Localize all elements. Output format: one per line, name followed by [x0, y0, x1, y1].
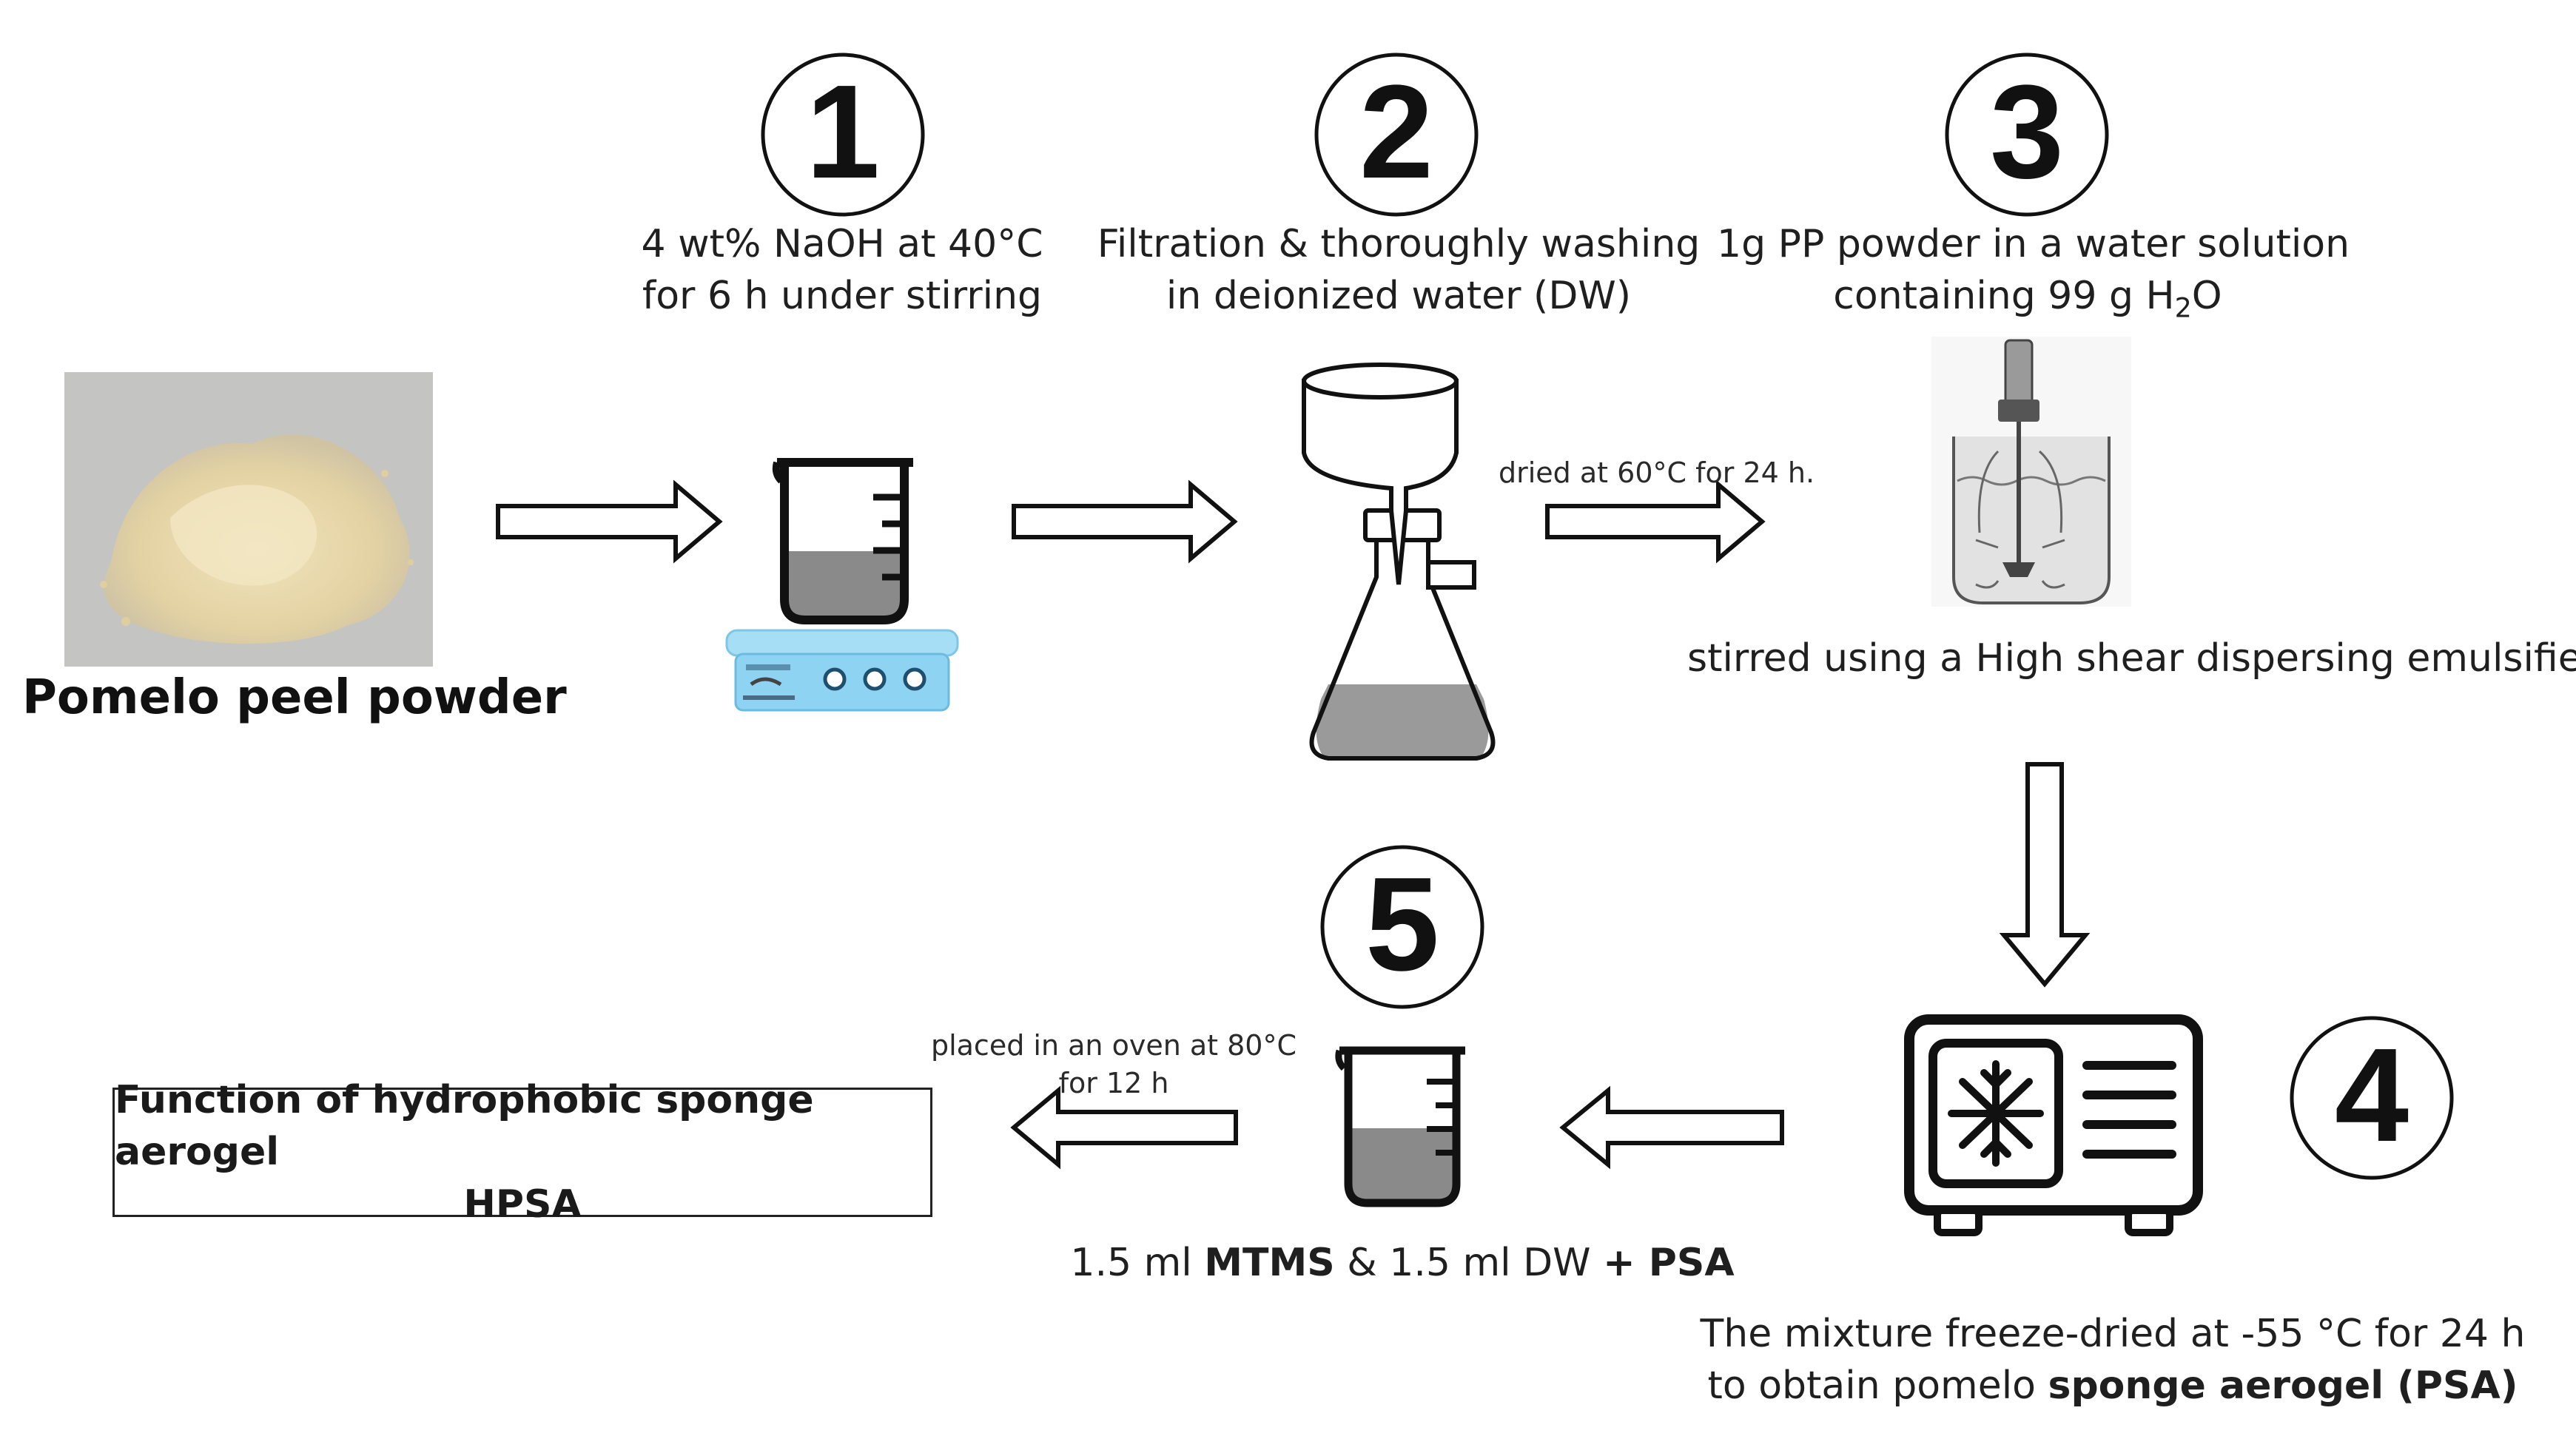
emulsifier-icon [1931, 337, 2131, 607]
arrow-down [1999, 762, 2091, 988]
step-number-4: 4 [2335, 1021, 2409, 1170]
step-4-caption: The mixture freeze-dried at -55 °C for 2… [1687, 1308, 2538, 1412]
arrow-right-1 [496, 479, 723, 564]
h2o-tail: O [2191, 274, 2222, 319]
step-2-caption: Filtration & thoroughly washing in deion… [1088, 218, 1709, 322]
result-line-1: Function of hydrophobic sponge aerogel [115, 1078, 814, 1175]
step-4-line-2: to obtain pomelo sponge aerogel (PSA) [1687, 1360, 2538, 1412]
step-badge-2: 2 [1314, 53, 1479, 217]
step-3-caption: 1g PP powder in a water solution contain… [1717, 218, 2350, 326]
step-5-caption: 1.5 ml MTMS & 1.5 ml DW + PSA [1029, 1237, 1776, 1289]
pomelo-powder-image [64, 372, 433, 667]
freeze-dryer-icon [1904, 1014, 2203, 1236]
beaker-icon [1335, 1046, 1465, 1207]
step-number-1: 1 [806, 58, 880, 206]
step-5-mtms: MTMS [1204, 1241, 1335, 1285]
step-3-line-1: 1g PP powder in a water solution [1717, 222, 2350, 266]
step-number-5: 5 [1365, 850, 1439, 999]
result-line-2: HPSA [463, 1182, 582, 1227]
step-4-line-2-text: to obtain pomelo [1707, 1364, 2048, 1409]
dried-label: dried at 60°C for 24 h. [1499, 456, 1815, 489]
h2o-subscript: 2 [2174, 291, 2192, 324]
arrow-right-2 [1012, 479, 1238, 564]
step-1-line-2: for 6 h under stirring [642, 274, 1043, 319]
beaker-hotplate-icon [725, 458, 959, 712]
filtration-flask-icon [1302, 363, 1496, 761]
arrow-left-1 [1559, 1085, 1784, 1170]
arrow-right-3 [1545, 479, 1766, 564]
oven-label: placed in an oven at 80°C for 12 h [921, 1027, 1306, 1103]
step-badge-4: 4 [2290, 1016, 2454, 1180]
step-3-line-2: containing 99 g H2O [1717, 270, 2338, 326]
step-4-bold: sponge aerogel (PSA) [2048, 1364, 2518, 1409]
step-4-line-1: The mixture freeze-dried at -55 °C for 2… [1700, 1312, 2526, 1356]
result-box: Function of hydrophobic sponge aerogel H… [112, 1078, 932, 1227]
step-5-text-1: 1.5 ml [1070, 1241, 1205, 1285]
oven-line-1: placed in an oven at 80°C [930, 1029, 1297, 1062]
arrow-left-2 [1010, 1085, 1238, 1170]
step-5-psa: + PSA [1603, 1241, 1735, 1285]
step-badge-5: 5 [1320, 845, 1484, 1009]
stirred-label: stirred using a High shear dispersing em… [1687, 636, 2576, 681]
oven-line-2: for 12 h [1058, 1067, 1169, 1100]
step-2-line-2: in deionized water (DW) [1166, 274, 1632, 319]
step-1-line-1: 4 wt% NaOH at 40°C [641, 222, 1043, 266]
step-5-text-2: & 1.5 ml DW [1334, 1241, 1604, 1285]
pomelo-powder-label: Pomelo peel powder [22, 670, 567, 725]
step-number-2: 2 [1359, 58, 1433, 206]
step-2-line-1: Filtration & thoroughly washing [1097, 222, 1701, 266]
step-number-3: 3 [1990, 58, 2064, 206]
step-3-line-2-text: containing 99 g H [1833, 274, 2175, 319]
step-1-caption: 4 wt% NaOH at 40°C for 6 h under stirrin… [583, 218, 1101, 322]
step-badge-3: 3 [1945, 53, 2109, 217]
step-badge-1: 1 [761, 53, 925, 217]
